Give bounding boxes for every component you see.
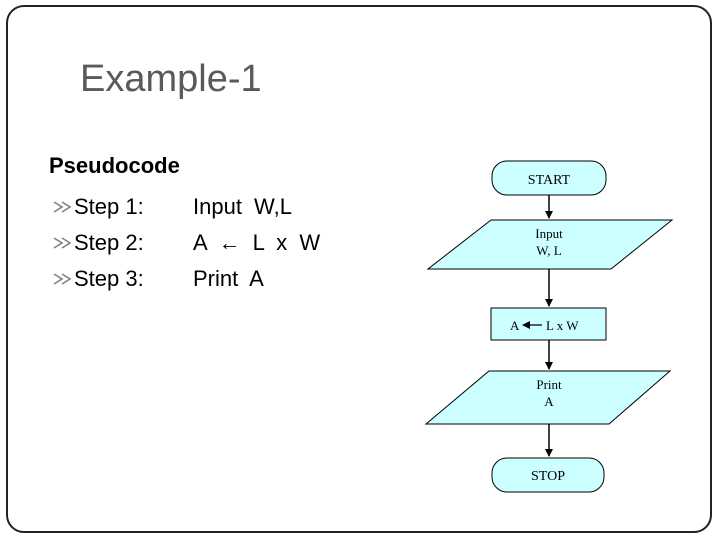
process-text-rhs: L x W (546, 318, 579, 333)
bullet-icon (53, 237, 72, 249)
stop-terminator (491, 457, 605, 493)
stop-label: STOP (531, 469, 565, 484)
process-text-lhs: A (510, 318, 520, 333)
step-label: Step 2: (74, 230, 144, 255)
pseudocode-heading: Pseudocode (49, 153, 180, 178)
output-text-line2: A (544, 394, 554, 409)
output-parallelogram (424, 370, 672, 425)
step-label: Step 1: (74, 194, 144, 219)
input-text-line1: Input (535, 226, 563, 241)
step-value: A ← L x W (193, 230, 321, 255)
output-text-line1: Print (536, 377, 562, 392)
slide-title: Example-1 (80, 58, 262, 100)
step-value: Print A (193, 266, 264, 291)
process-rectangle (490, 307, 607, 341)
bullet-icon (53, 273, 72, 285)
step-label: Step 3: (74, 266, 144, 291)
input-parallelogram (426, 219, 674, 270)
bullet-icon (53, 201, 72, 213)
input-text-line2: W, L (536, 243, 562, 258)
step-value: Input W,L (193, 194, 292, 219)
start-label: START (528, 173, 571, 188)
